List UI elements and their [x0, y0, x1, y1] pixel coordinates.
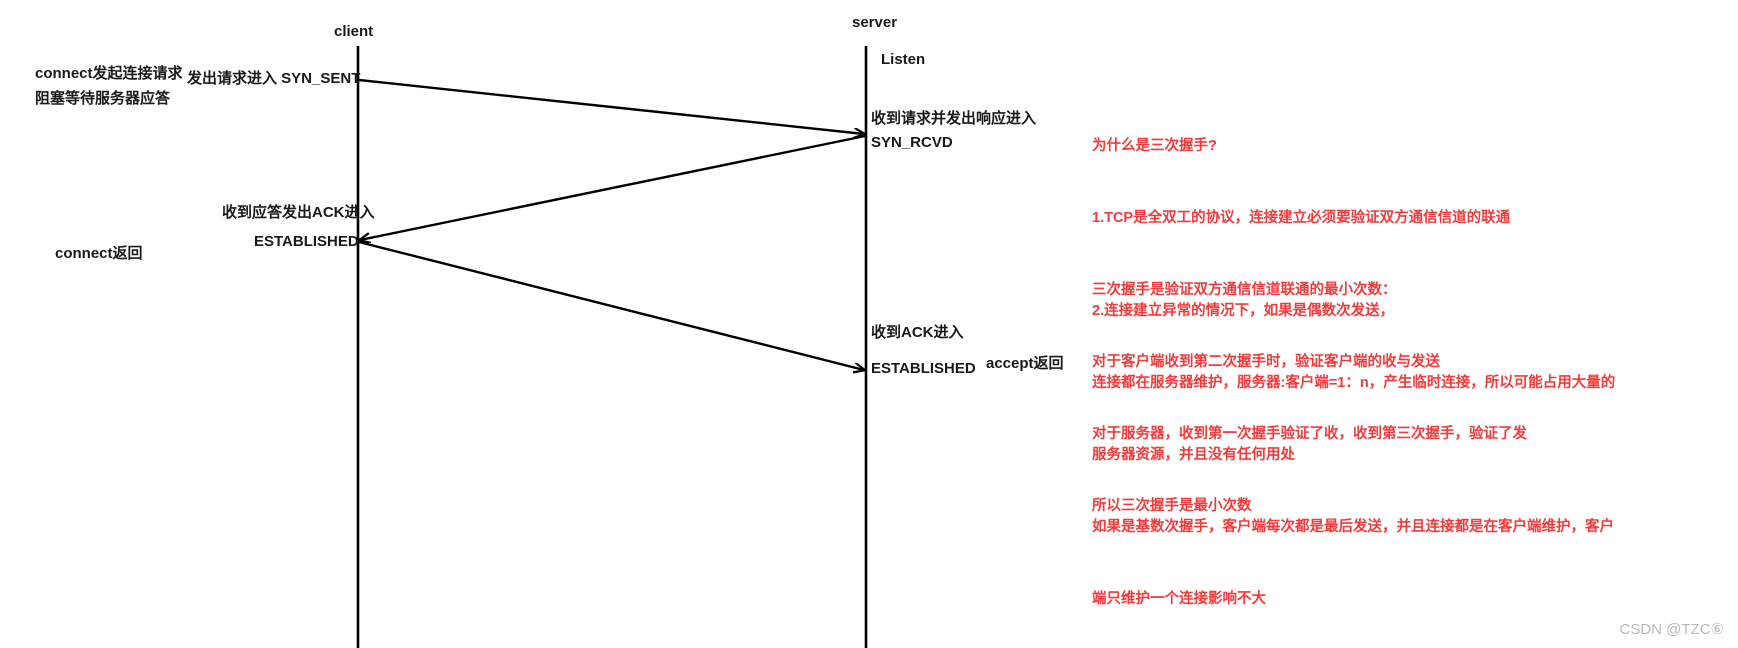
server-accept-return: accept返回	[986, 355, 1064, 372]
csdn-watermark: CSDN @TZC⑥	[1619, 621, 1724, 638]
annotation-line: 如果是基数次握手，客户端每次都是最后发送，并且连接都是在客户端维护，客户	[1092, 519, 1614, 535]
client-title: client	[334, 23, 374, 40]
client-recv-ack-send-note: 收到应答发出ACK进入	[222, 204, 375, 221]
client-connect-request-line1: connect发起连接请求	[35, 65, 183, 82]
annotation-line: 所以三次握手是最小次数	[1092, 498, 1252, 514]
server-title: server	[852, 14, 898, 31]
client-state-syn-sent: 发出请求进入 SYN_SENT	[187, 70, 361, 87]
handshake-arrow-ack	[358, 240, 864, 370]
server-state-established: ESTABLISHED	[871, 360, 976, 377]
server-state-listen: Listen	[881, 51, 926, 68]
annotation-line: 三次握手是验证双方通信信道联通的最小次数：	[1092, 282, 1397, 298]
server-state-syn-rcvd: SYN_RCVD	[871, 134, 953, 151]
annotation-line: 端只维护一个连接影响不大	[1092, 591, 1266, 607]
client-connect-request-line2: 阻塞等待服务器应答	[35, 90, 171, 107]
client-state-established: ESTABLISHED	[254, 233, 359, 250]
annotation-line: 1.TCP是全双工的协议，连接建立必须要验证双方通信信道的联通	[1092, 210, 1511, 226]
server-recv-ack-note: 收到ACK进入	[871, 324, 964, 341]
annotation-line: 为什么是三次握手?	[1092, 138, 1217, 154]
handshake-arrow-syn	[358, 78, 864, 134]
annotation-line: 2.连接建立异常的情况下，如果是偶数次发送，	[1092, 303, 1395, 319]
server-recv-req-send-resp-note: 收到请求并发出响应进入	[871, 110, 1037, 127]
annotation-line: 对于客户端收到第二次握手时，验证客户端的收与发送	[1092, 354, 1440, 370]
client-connect-return: connect返回	[55, 245, 143, 262]
annotation-group-1: 为什么是三次握手? 1.TCP是全双工的协议，连接建立必须要验证双方通信信道的联…	[1092, 86, 1527, 566]
annotation-group-2: 2.连接建立异常的情况下，如果是偶数次发送， 连接都在服务器维护，服务器:客户端…	[1092, 251, 1615, 648]
handshake-arrow-syn-ack	[360, 134, 866, 240]
annotation-line: 连接都在服务器维护，服务器:客户端=1：n，产生临时连接，所以可能占用大量的	[1092, 375, 1616, 391]
annotation-line: 对于服务器，收到第一次握手验证了收，收到第三次握手，验证了发	[1092, 426, 1527, 442]
annotation-line: 服务器资源，并且没有任何用处	[1092, 447, 1295, 463]
